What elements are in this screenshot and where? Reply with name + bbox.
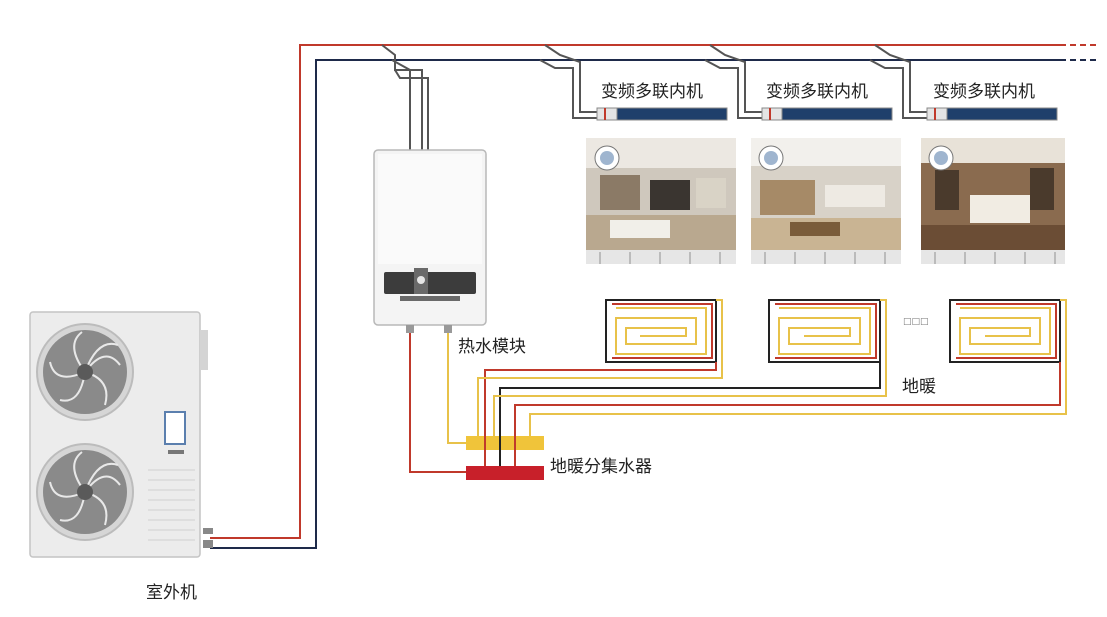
floor-heating-loop-3	[514, 299, 1067, 466]
indoor-unit-label-2: 变频多联内机	[766, 82, 868, 102]
floor-heating-manifold	[466, 436, 544, 480]
indoor-unit-label-1: 变频多联内机	[601, 82, 703, 102]
photo-border-ticks	[599, 252, 1056, 264]
floor-heating-loop-2	[493, 299, 887, 466]
outdoor-unit-label: 室外机	[146, 583, 197, 603]
fan-icon	[36, 323, 134, 421]
indoor-unit-label-3: 变频多联内机	[933, 82, 1035, 102]
more-loops-indicator: □□□	[903, 317, 929, 327]
hot-water-module-label: 热水模块	[458, 337, 526, 357]
thermostat-icon	[594, 145, 620, 171]
manifold-label: 地暖分集水器	[550, 457, 652, 477]
floor-heating-label: 地暖	[902, 377, 936, 397]
indoor-unit-1	[596, 107, 728, 121]
room-photo-bedroom	[921, 138, 1065, 264]
fan-icon	[36, 443, 134, 541]
water-pipes-module	[409, 333, 468, 473]
thermostat-icon	[928, 145, 954, 171]
indoor-unit-2	[761, 107, 893, 121]
indoor-unit-3	[926, 107, 1058, 121]
hot-water-module	[373, 149, 487, 333]
thermostat-icon	[758, 145, 784, 171]
refrigerant-lines	[210, 44, 1100, 549]
floor-heating-loop-1	[477, 299, 723, 466]
